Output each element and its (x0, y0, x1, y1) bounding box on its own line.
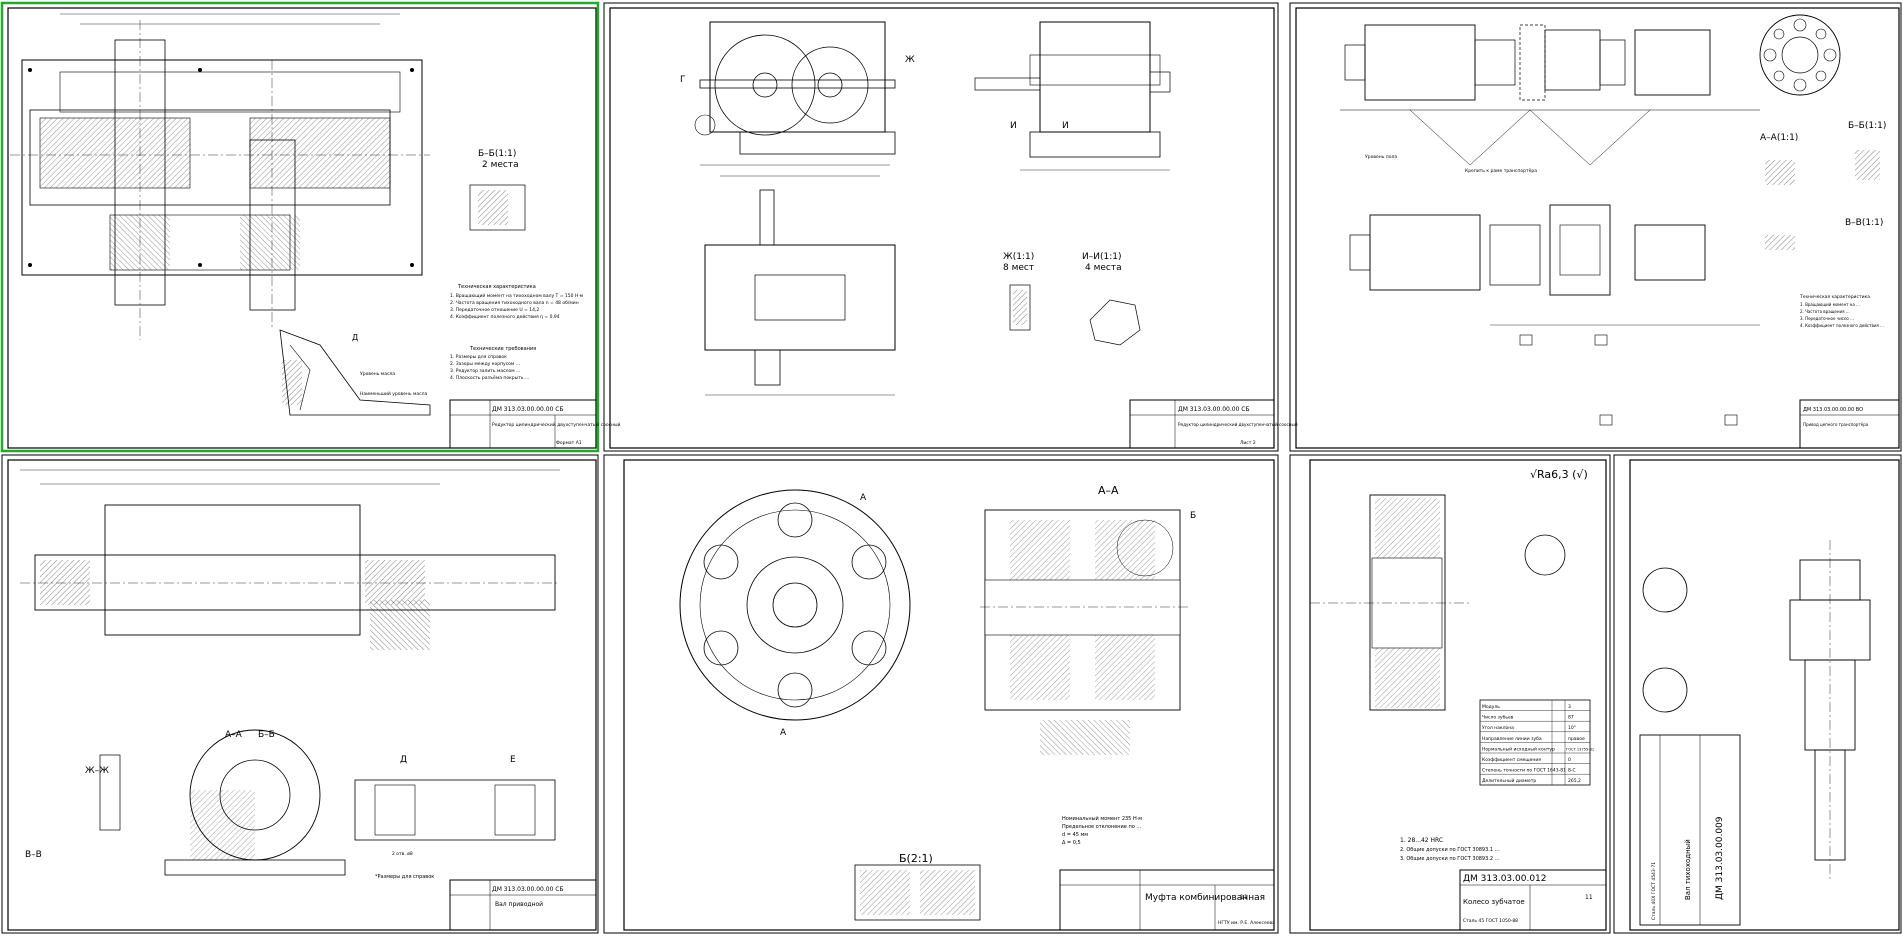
p6-table-cell: Модуль (1482, 704, 1500, 710)
p3-view-title: В–В(1:1) (1845, 218, 1883, 228)
p2-sheet-label: Лист 2 (1240, 440, 1256, 446)
p6-table-cell: Делительный диаметр (1482, 777, 1536, 784)
p2-drawing-name: Редуктор цилиндрический двухступенчатый … (1178, 422, 1298, 427)
p6-table-cell: Угол наклона (1482, 725, 1514, 731)
p2-view-label: Г (680, 75, 686, 85)
p1-note: 4. Коэффициент полезного действия η = 0,… (450, 313, 560, 320)
p3-label: Уровень пола (1365, 154, 1397, 160)
panel-drive-shaft[interactable]: Ж–Ж А–А Б–Б В–В Д Е *Размеры для справок… (1, 454, 599, 934)
panel-gear-wheel[interactable]: √Ra6,3 (√) Модуль 3 Число зубьев 87 Угол… (1289, 454, 1611, 934)
p1-req: 2. Зазоры между корпусом ... (450, 361, 520, 367)
p3-note: 3. Передаточное число ... (1800, 316, 1854, 321)
p4-label: 2 отв. ø8 (392, 851, 413, 857)
p4-label: *Размеры для справок (375, 874, 434, 880)
p6-table-cell: 8-С (1568, 768, 1576, 774)
p1-note: 1. Вращающий момент на тихоходном валу T… (450, 292, 583, 299)
p4-drawing-name: Вал приводной (495, 901, 543, 908)
p5-sheet-no: 11 (1240, 894, 1248, 901)
panel-reducer-views[interactable]: Г Ж И И Ж(1:1) 8 мест И–И(1:1) 4 места Д… (603, 2, 1298, 452)
p6-roughness: √Ra6,3 (√) (1530, 468, 1588, 481)
p1-req: 3. Редуктор залить маслом ... (450, 368, 520, 374)
p6-table-cell: 10° (1568, 725, 1576, 731)
p3-drawing-number: ДМ 313.03.00.00.00 ВО (1803, 407, 1863, 413)
p5-view-title: А–А (1098, 484, 1119, 497)
p2-view-title: И–И(1:1) (1082, 252, 1121, 262)
p6-table-cell: 265,2 (1568, 778, 1581, 784)
p3-label: Крепить к раме транспортёра (1465, 168, 1537, 174)
p1-callout: Уровень масла (360, 371, 395, 377)
p2-drawing-number: ДМ 313.03.00.00.00 СБ (1178, 406, 1250, 413)
p4-view-title: Е (510, 755, 516, 765)
p2-view-title: 4 места (1085, 263, 1122, 273)
p5-material: НГТУ им. Р.Е. Алексеева (1218, 920, 1275, 926)
p2-view-label: И (1010, 121, 1017, 131)
p3-note: 2. Частота вращения ... (1800, 309, 1850, 314)
p1-drawing-name: Редуктор цилиндрический двухступенчатый … (492, 421, 621, 428)
p6-material: Сталь 45 ГОСТ 1050-88 (1463, 918, 1518, 924)
p5-view-title: А (860, 493, 867, 503)
p5-view-title: Б(2:1) (899, 852, 933, 865)
p1-drawing-number: ДМ 313.03.00.00.00 СБ (492, 406, 564, 413)
p6-table-cell: Направление линии зуба (1482, 736, 1542, 742)
p1-req: 1. Размеры для справок (450, 354, 507, 360)
p1-note: 2. Частота вращения тихоходного вала n =… (450, 300, 579, 306)
panel-reducer-assembly[interactable]: Б–Б(1:1) 2 места Техническая характерист… (0, 1, 621, 453)
panel-coupling[interactable]: А–А Б Б(2:1) А А Номинальный момент 235 … (603, 454, 1279, 934)
p6-table-cell: Число зубьев (1482, 715, 1514, 721)
p2-view-title: 8 мест (1003, 263, 1034, 273)
p1-view-subtitle: 2 места (482, 160, 519, 170)
p4-view-title: А–А (225, 730, 243, 740)
p4-view-title: Б–Б (258, 730, 275, 740)
p6-table-cell: 87 (1568, 715, 1574, 721)
p1-notes-title: Техническая характеристика (457, 284, 536, 290)
p5-view-title: А (780, 728, 787, 738)
p5-note: Предельное отклонение по ... (1062, 824, 1142, 830)
p3-note: 1. Вращающий момент на ... (1800, 302, 1860, 307)
p6-drawing-name: Колесо зубчатое (1463, 898, 1525, 906)
p6-note: 1. 28...42 HRC (1400, 837, 1443, 844)
p5-note: Номинальный момент 235 Н·м (1062, 815, 1142, 822)
p1-view-title: Б–Б(1:1) (478, 149, 516, 159)
p4-drawing-number: ДМ 313.03.00.00.00 СБ (492, 886, 564, 893)
panel-drive-general-view[interactable]: А–А(1:1) Б–Б(1:1) В–В(1:1) Уровень пола … (1289, 2, 1902, 452)
p1-callout: Наименьший уровень масла (360, 390, 427, 397)
p3-note: 4. Коэффициент полезного действия ... (1800, 323, 1884, 328)
p1-req-title: Технические требования (469, 346, 536, 352)
p7-material: Сталь 40Х ГОСТ 4543-71 (1651, 862, 1657, 920)
p5-view-title: Б (1190, 511, 1196, 521)
p6-table-cell: Степень точности по ГОСТ 1643-81 (1482, 768, 1566, 774)
p4-view-title: Ж–Ж (85, 766, 109, 776)
p6-table-cell: правое (1568, 737, 1585, 742)
p6-table-cell: 0 (1568, 757, 1571, 763)
p3-view-title: А–А(1:1) (1760, 133, 1798, 143)
p7-drawing-name: Вал тихоходный (1684, 839, 1692, 900)
p5-note: Δ = 0,5 (1062, 840, 1081, 846)
p6-table-cell: 3 (1568, 704, 1571, 710)
p5-drawing-name: Муфта комбинированная (1145, 893, 1265, 903)
p6-table-cell: ГОСТ 13755-81 (1566, 747, 1594, 751)
p3-drawing-name: Привод цепного транспортёра (1803, 422, 1869, 427)
p4-view-title: В–В (25, 850, 42, 860)
p6-sheet-no: 11 (1585, 894, 1593, 901)
p1-req: 4. Плоскость разъёма покрыть ... (450, 375, 529, 381)
p6-note: 2. Общие допуски по ГОСТ 30893.1 ... (1400, 847, 1500, 853)
p4-view-title: Д (400, 755, 407, 765)
p1-format: Формат А1 (556, 440, 582, 446)
p2-view-label: И (1062, 121, 1069, 131)
p2-view-title: Ж(1:1) (1003, 252, 1034, 262)
p3-notes-title: Техническая характеристика (1799, 294, 1870, 300)
p5-note: d = 45 мм (1062, 832, 1088, 838)
p1-note: 3. Передаточное отношение U = 14,2 (450, 307, 539, 313)
panel-output-shaft[interactable]: ДМ 313.03.00.009 Вал тихоходный Сталь 40… (1613, 454, 1902, 934)
p6-table-cell: Коэффициент смещения (1482, 757, 1541, 763)
p7-drawing-number: ДМ 313.03.00.009 (1715, 816, 1725, 900)
p6-table-cell: Нормальный исходный контур (1482, 745, 1555, 752)
p2-view-label: Ж (905, 55, 915, 65)
p6-note: 3. Общие допуски по ГОСТ 30893.2 ... (1400, 856, 1500, 862)
p6-drawing-number: ДМ 313.03.00.012 (1463, 874, 1547, 884)
p3-view-title: Б–Б(1:1) (1848, 121, 1886, 131)
p1-callout: Д (352, 333, 358, 342)
